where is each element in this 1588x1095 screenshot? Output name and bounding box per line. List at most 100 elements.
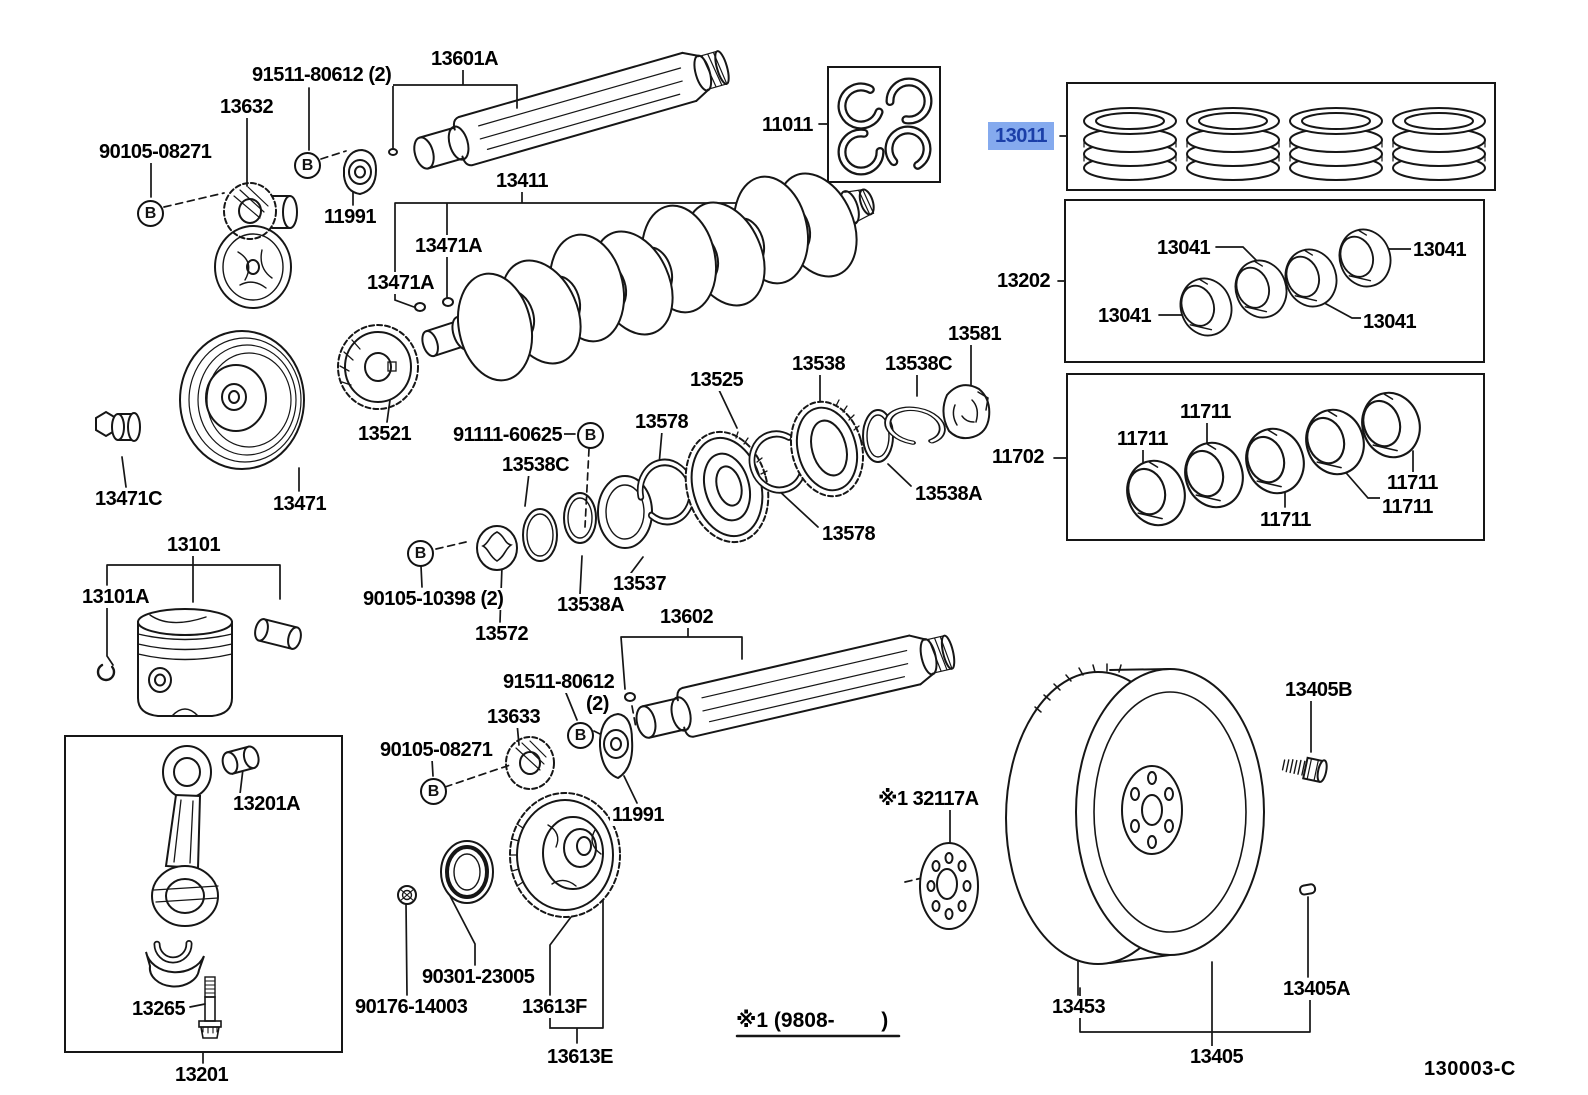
gear-spindle-plate-11991-b <box>599 712 634 780</box>
part-label-90105103982-34[interactable]: 90105-10398 (2) <box>361 588 506 610</box>
part-label-13581-28[interactable]: 13581 <box>946 323 1004 345</box>
crankshaft-timing-gear-13521 <box>337 324 419 410</box>
part-label-9030123005-48[interactable]: 90301-23005 <box>420 966 537 988</box>
rod-bolt-13265 <box>198 976 222 1039</box>
part-label-13041-13[interactable]: 13041 <box>1096 305 1154 327</box>
part-label-13041-14[interactable]: 13041 <box>1361 311 1419 333</box>
part-label-13632-2[interactable]: 13632 <box>218 96 276 118</box>
part-label-13538C-27[interactable]: 13538C <box>883 353 955 375</box>
piston-ring-sets-13011 <box>1083 107 1486 181</box>
thrust-washer-set-11011 <box>837 82 935 176</box>
pump-drive-spline-13581 <box>942 384 991 440</box>
fastener-marker-B-2: B <box>577 422 604 449</box>
part-label-13101A-36[interactable]: 13101A <box>80 586 152 608</box>
part-label-13602-39[interactable]: 13602 <box>658 606 716 628</box>
piston-pin-drawing <box>254 618 302 650</box>
sprocket-13538 <box>789 399 865 498</box>
part-label-9111160625-22[interactable]: 91111-60625 <box>451 424 565 446</box>
part-label-13471A-6[interactable]: 13471A <box>413 235 485 257</box>
balance-shaft-no2 <box>630 625 960 750</box>
part-label-13471A-7[interactable]: 13471A <box>365 272 437 294</box>
woodruff-keys <box>388 148 636 702</box>
flywheel-drawing-13405 <box>1005 663 1265 965</box>
connecting-rod-drawing <box>145 745 260 1039</box>
part-label-11711-19[interactable]: 11711 <box>1385 472 1440 494</box>
leader-lines-lower-mid <box>239 625 743 804</box>
fastener-marker-B-5: B <box>420 778 447 805</box>
part-label-11991-44[interactable]: 11991 <box>610 804 667 826</box>
part-label-13537-31[interactable]: 13537 <box>611 573 669 595</box>
part-label-13471C-37[interactable]: 13471C <box>93 488 165 510</box>
ring-13538A-left <box>563 492 597 544</box>
part-label-13411-5[interactable]: 13411 <box>494 170 551 192</box>
part-label-13538A-32[interactable]: 13538A <box>555 594 627 616</box>
part-label-132117A-52[interactable]: ※1 32117A <box>876 788 981 810</box>
leader-lines-left <box>106 456 300 666</box>
fastener-marker-B-0: B <box>137 200 164 227</box>
part-label-13265-46[interactable]: 13265 <box>130 998 188 1020</box>
part-label-13471-38[interactable]: 13471 <box>271 493 329 515</box>
fastener-marker-B-4: B <box>567 722 594 749</box>
part-label-9010508271-43[interactable]: 90105-08271 <box>378 739 495 761</box>
snap-ring-13538C-right <box>885 405 945 448</box>
part-label-13041-12[interactable]: 13041 <box>1411 239 1469 261</box>
part-label-13201A-45[interactable]: 13201A <box>231 793 303 815</box>
ring-13538C-left <box>522 508 558 562</box>
flywheel-bolt-13405B <box>1281 756 1328 783</box>
box-main-bearing-set <box>1066 373 1485 541</box>
part-label-13578-30[interactable]: 13578 <box>820 523 878 545</box>
part-label-13538A-29[interactable]: 13538A <box>913 483 985 505</box>
washer-13537 <box>597 475 653 549</box>
part-label-13538-26[interactable]: 13538 <box>790 353 848 375</box>
part-label-13601A-0[interactable]: 13601A <box>429 48 501 70</box>
part-label-2-41[interactable]: (2) <box>584 693 611 715</box>
leader-lines-crankshaft <box>394 190 811 308</box>
pin-snap-ring-13101A <box>96 662 116 682</box>
part-label-9010508271-3[interactable]: 90105-08271 <box>97 141 214 163</box>
part-label-91511806122-1[interactable]: 91511-80612 (2) <box>250 64 394 86</box>
leader-lines-mid <box>386 342 972 623</box>
leader-lines-top <box>150 69 518 206</box>
oil-seal-90301-23005 <box>440 840 494 904</box>
part-label-13633-42[interactable]: 13633 <box>485 706 543 728</box>
part-label-11011-8[interactable]: 11011 <box>760 114 815 136</box>
part-label-11711-17[interactable]: 11711 <box>1178 401 1233 423</box>
part-label-13453-54[interactable]: 13453 <box>1050 996 1108 1018</box>
footnote-text: ※1 (9808- ) <box>736 1008 889 1033</box>
part-label-13613E-51[interactable]: 13613E <box>545 1046 615 1068</box>
flywheel-pin-13405A <box>1299 883 1317 896</box>
part-label-13572-33[interactable]: 13572 <box>473 623 531 645</box>
part-label-13101-35[interactable]: 13101 <box>165 534 223 556</box>
figure-code: 130003-C <box>1424 1058 1516 1080</box>
part-label-9017614003-49[interactable]: 90176-14003 <box>353 996 470 1018</box>
part-label-11711-16[interactable]: 11711 <box>1115 428 1170 450</box>
part-label-13578-24[interactable]: 13578 <box>633 411 691 433</box>
camshaft-timing-gear <box>214 225 292 309</box>
leader-lines-bottom <box>189 880 604 1064</box>
balance-shaft-gear-13633 <box>505 736 555 790</box>
part-label-11702-15[interactable]: 11702 <box>990 446 1047 468</box>
part-label-13201-47[interactable]: 13201 <box>173 1064 231 1086</box>
part-label-13405B-53[interactable]: 13405B <box>1283 679 1355 701</box>
part-label-9151180612-40[interactable]: 91511-80612 <box>501 671 617 693</box>
fastener-marker-B-1: B <box>294 152 321 179</box>
part-label-11991-4[interactable]: 11991 <box>322 206 379 228</box>
part-label-13041-11[interactable]: 13041 <box>1155 237 1213 259</box>
crankshaft-drawing <box>421 172 875 382</box>
part-label-13521-21[interactable]: 13521 <box>356 423 414 445</box>
part-label-13405A-55[interactable]: 13405A <box>1281 978 1353 1000</box>
part-label-13011-9[interactable]: 13011 <box>988 122 1055 150</box>
drive-plate-32117A <box>919 842 979 930</box>
part-label-11711-18[interactable]: 11711 <box>1258 509 1313 531</box>
part-label-13538C-23[interactable]: 13538C <box>500 454 572 476</box>
part-label-13525-25[interactable]: 13525 <box>688 369 746 391</box>
part-label-13202-10[interactable]: 13202 <box>995 270 1053 292</box>
gear-spindle-plate-11991-a <box>343 148 378 196</box>
part-label-13405-56[interactable]: 13405 <box>1188 1046 1246 1068</box>
crankshaft-pulley-13471 <box>179 330 305 470</box>
part-label-11711-20[interactable]: 11711 <box>1380 496 1435 518</box>
part-label-13613F-50[interactable]: 13613F <box>520 996 589 1018</box>
piston-drawing-13101 <box>137 608 233 717</box>
